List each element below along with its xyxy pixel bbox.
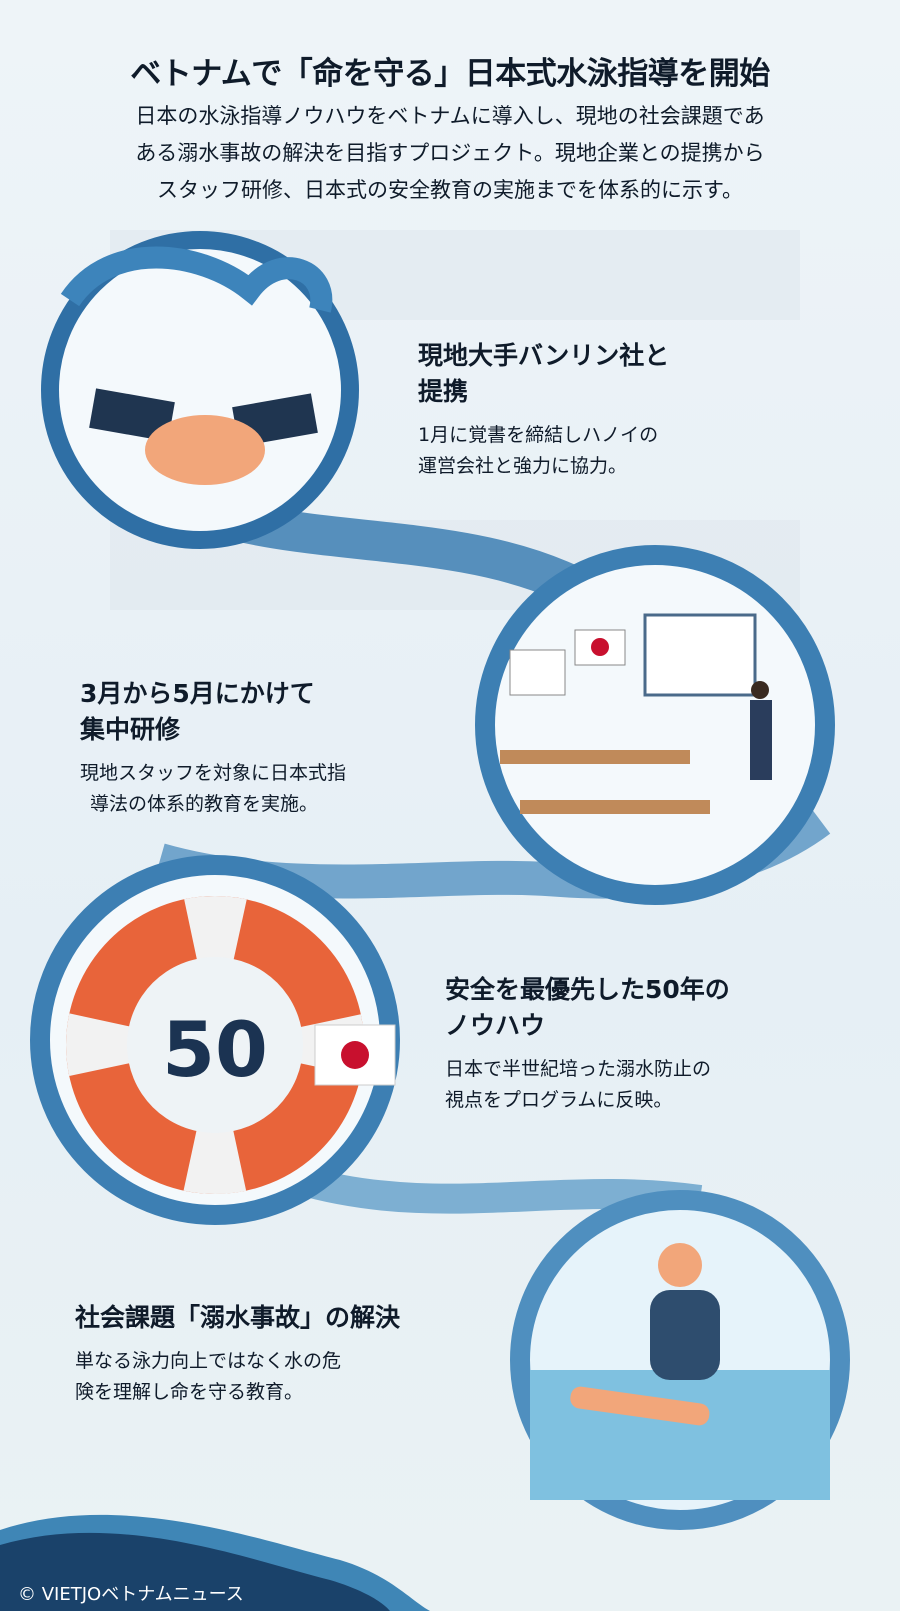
description-line: 日本の水泳指導ノウハウをベトナムに導入し、現地の社会課題であ — [135, 104, 765, 128]
intro-description: 日本の水泳指導ノウハウをベトナムに導入し、現地の社会課題であ ある溺水事故の解決… — [30, 98, 870, 209]
step-body: 現地スタッフを対象に日本式指導法の体系的教育を実施。 — [80, 762, 347, 815]
fifty-badge: 50 — [162, 1005, 268, 1094]
step-heading: 安全を最優先した50年のノウハウ — [445, 975, 730, 1040]
step-partnership: 現地大手バンリン社と提携 1月に覚書を締結しハノイの運営会社と強力に協力。 — [418, 338, 669, 482]
classroom-illustration — [475, 545, 835, 905]
step-social-issue: 社会課題「溺水事故」の解決 単なる泳力向上ではなく水の危険を理解し命を守る教育。 — [75, 1300, 400, 1408]
step-know-how: 安全を最優先した50年のノウハウ 日本で半世紀培った溺水防止の視点をプログラムに… — [445, 972, 730, 1116]
step-training: 3月から5月にかけて集中研修 現地スタッフを対象に日本式指導法の体系的教育を実施… — [80, 676, 346, 820]
step-body: 1月に覚書を締結しハノイの運営会社と強力に協力。 — [418, 424, 659, 477]
page-title: ベトナムで「命を守る」日本式水泳指導を開始 — [130, 56, 770, 92]
step-body: 単なる泳力向上ではなく水の危険を理解し命を守る教育。 — [75, 1350, 342, 1403]
swim-lesson-illustration — [510, 1190, 850, 1530]
description-line: スタッフ研修、日本式の安全教育の実施までを体系的に示す。 — [157, 178, 743, 202]
step-heading: 社会課題「溺水事故」の解決 — [75, 1303, 401, 1332]
lifebuoy-illustration — [30, 855, 400, 1225]
step-body: 日本で半世紀培った溺水防止の視点をプログラムに反映。 — [445, 1058, 712, 1111]
copyright-credit: © VIETJOベトナムニュース — [18, 1584, 244, 1605]
description-line: ある溺水事故の解決を目指すプロジェクト。現地企業との提携から — [135, 141, 765, 165]
handshake-illustration — [41, 231, 359, 549]
step-heading: 現地大手バンリン社と提携 — [418, 341, 670, 406]
step-heading: 3月から5月にかけて集中研修 — [80, 679, 315, 744]
